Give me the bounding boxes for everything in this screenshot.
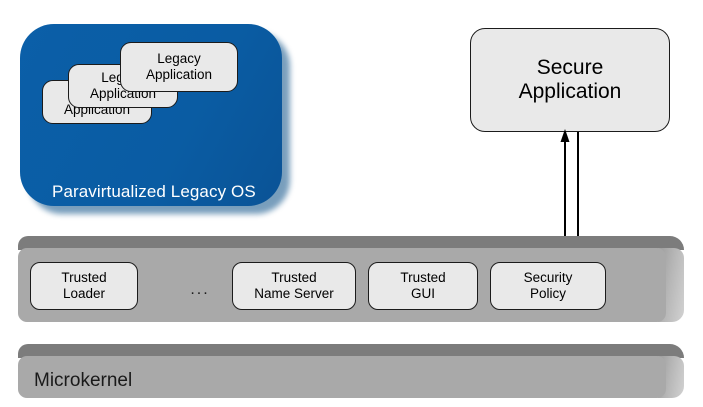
security-policy-box[interactable]: Security Policy (490, 262, 606, 310)
legacy-os-label: Paravirtualized Legacy OS (52, 182, 256, 201)
services-ellipsis: ... (190, 281, 210, 298)
microkernel-layer: Microkernel (18, 344, 684, 404)
services-layer-bevel (18, 236, 684, 250)
trusted-loader-box[interactable]: Trusted Loader (30, 262, 138, 310)
microkernel-layer-bevel (18, 344, 684, 358)
trusted-name-server-box[interactable]: Trusted Name Server (232, 262, 356, 310)
microkernel-layer-face (18, 356, 666, 398)
trusted-gui-box[interactable]: Trusted GUI (368, 262, 478, 310)
secure-application-box[interactable]: Secure Application (470, 28, 670, 132)
legacy-application-box-3[interactable]: Legacy Application (120, 42, 238, 92)
microkernel-label: Microkernel (34, 370, 133, 391)
